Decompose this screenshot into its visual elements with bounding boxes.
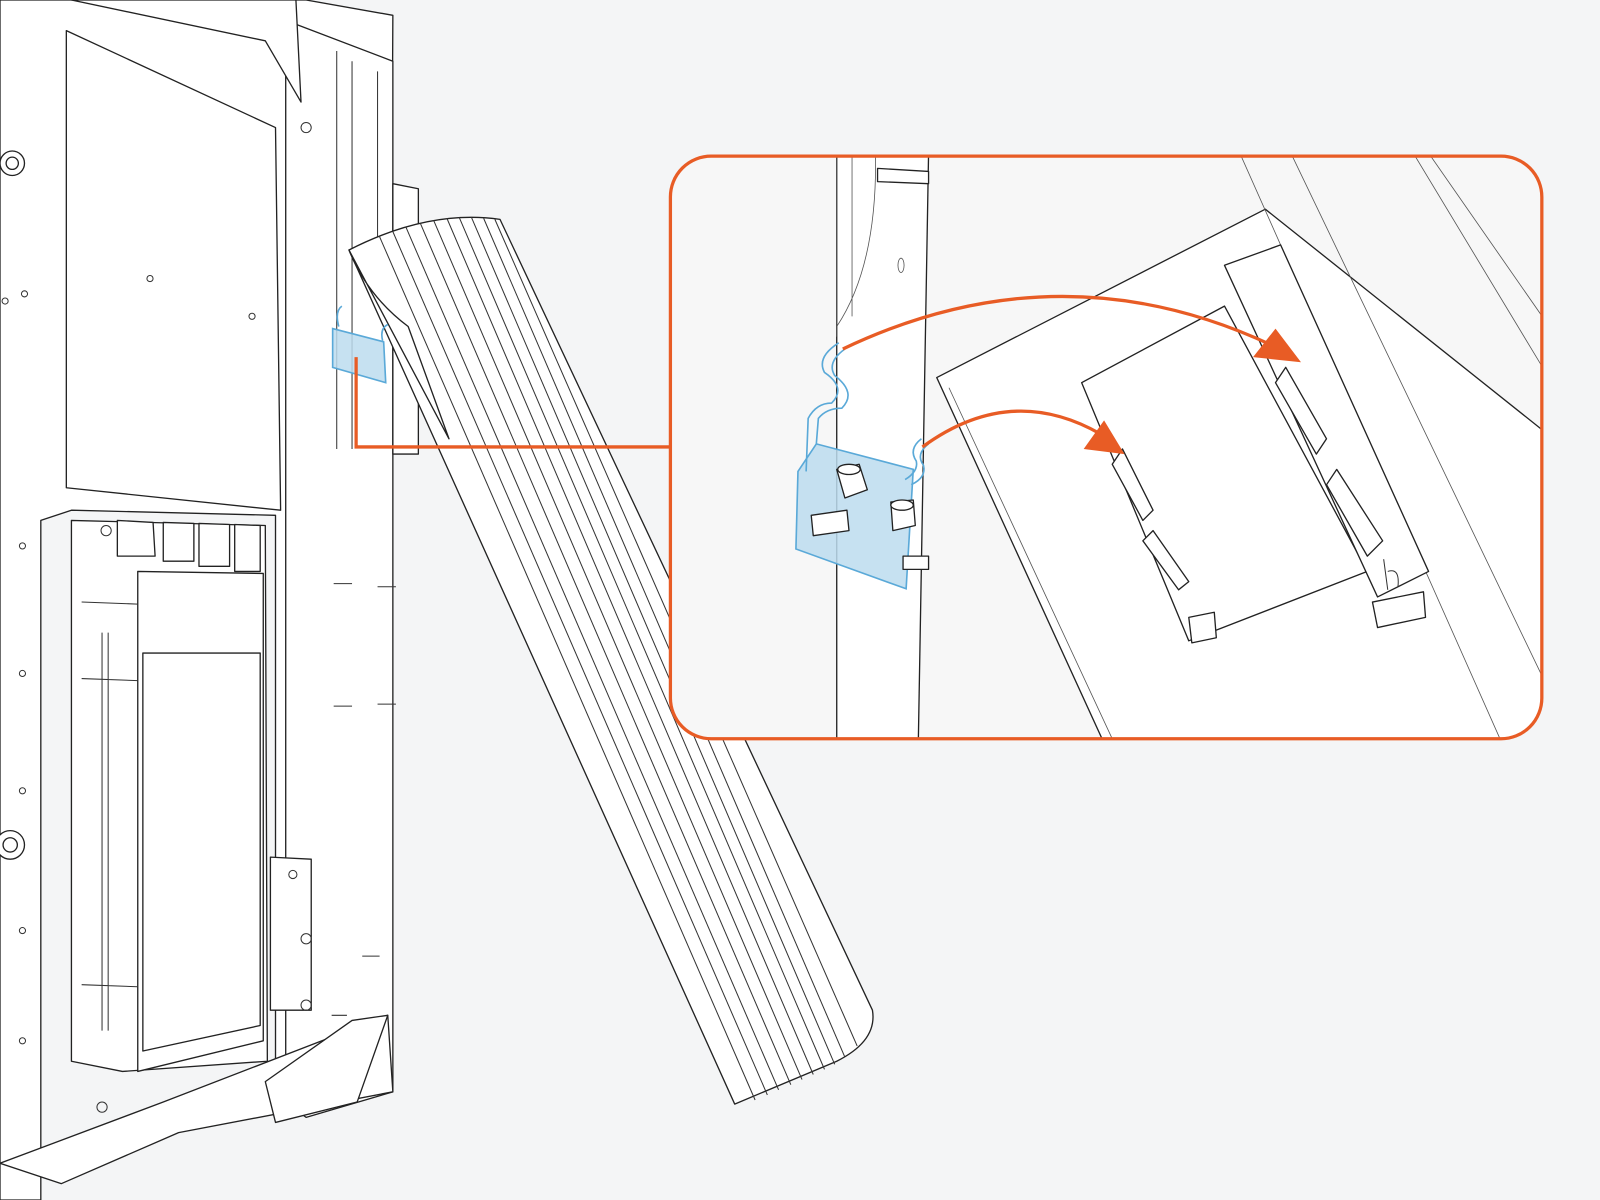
mounting-bracket-highlight (331, 327, 387, 384)
ribbed-cylinder (348, 216, 874, 1105)
callout-leader-line (354, 357, 671, 449)
callout-arrow-lower (921, 409, 1125, 455)
callout-arrow-upper (842, 294, 1302, 363)
cabinet-frame (0, 0, 420, 1200)
detail-callout (668, 154, 1544, 741)
bracket-detail-highlight (795, 342, 930, 590)
